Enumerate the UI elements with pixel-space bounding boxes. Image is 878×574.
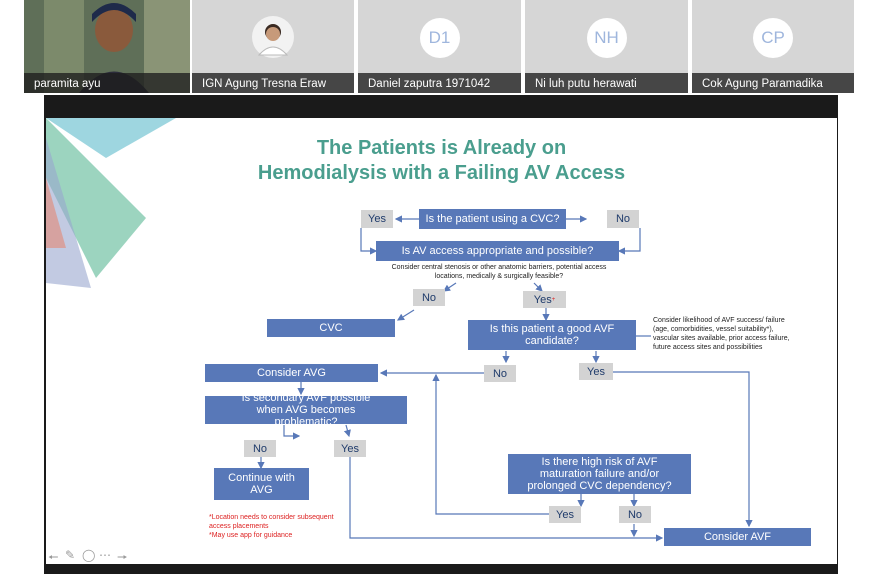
- participant-tile-4[interactable]: NH Ni luh putu herawati: [525, 0, 688, 93]
- note-avf-success: Consider likelihood of AVF success/ fail…: [653, 317, 790, 351]
- participant-name: Ni luh putu herawati: [535, 78, 637, 90]
- slide-title-line2: Hemodialysis with a Failing AV Access: [257, 162, 626, 184]
- back-arrow-icon[interactable]: 🠔: [48, 550, 59, 564]
- box-consider-avg: Consider AVG: [205, 364, 378, 382]
- box-good-avf-question: Is this patient a good AVF candidate?: [468, 320, 636, 350]
- box-secondary-avf-question: Is secondary AVF possible when AVG becom…: [205, 392, 407, 428]
- more-icon[interactable]: ⋯: [99, 548, 111, 562]
- label-yes: Yes: [579, 363, 613, 380]
- label-no: No: [484, 365, 516, 382]
- participant-tile-3[interactable]: D1 Daniel zaputra 1971042: [358, 0, 521, 93]
- forward-arrow-icon[interactable]: 🠖: [117, 550, 128, 564]
- note-location: *Location needs to consider subsequent a…: [209, 514, 334, 530]
- slide-title-line1: The Patients is Already on: [316, 137, 567, 159]
- label-yes: Yes: [549, 506, 581, 523]
- presentation-slide: The Patients is Already on Hemodialysis …: [46, 118, 837, 564]
- label-yes: Yes: [361, 210, 393, 228]
- pen-icon[interactable]: ✎: [65, 548, 76, 562]
- note-central-stenosis: Consider central stenosis or other anato…: [391, 264, 607, 280]
- label-no: No: [607, 210, 639, 228]
- box-cvc: CVC: [267, 319, 395, 337]
- participant-name: IGN Agung Tresna Eraw: [202, 78, 327, 90]
- box-high-risk-question: Is there high risk of AVF maturation fai…: [508, 454, 691, 494]
- avatar-initials: D1: [419, 18, 460, 58]
- label-yes-plus: Yes+: [523, 291, 566, 308]
- avatar-initials: CP: [753, 18, 793, 58]
- label-no: No: [244, 440, 276, 457]
- participant-name: paramita ayu: [34, 78, 101, 90]
- avatar-initials: NH: [586, 18, 627, 58]
- box-consider-avf: Consider AVF: [664, 528, 811, 546]
- label-no: No: [413, 289, 445, 306]
- avatar: [252, 16, 294, 58]
- box-cvc-question: Is the patient using a CVC?: [419, 209, 566, 229]
- box-continue-avg: Continue with AVG: [214, 468, 309, 500]
- label-superscript: +: [551, 296, 556, 303]
- flowchart-connectors: [257, 215, 753, 542]
- participant-tile-5[interactable]: CP Cok Agung Paramadika: [692, 0, 854, 93]
- chat-icon[interactable]: ◯: [82, 548, 96, 562]
- label-no: No: [619, 506, 651, 523]
- participant-tile-2[interactable]: IGN Agung Tresna Eraw: [192, 0, 354, 93]
- slide-decoration: [46, 118, 176, 288]
- label-yes-plus-text: Yes: [533, 293, 552, 306]
- participant-bar: paramita ayu IGN Agung Tresna Eraw D1 Da…: [0, 0, 878, 95]
- note-app: *May use app for guidance: [209, 532, 293, 539]
- participant-name: Cok Agung Paramadika: [702, 78, 823, 90]
- participant-name: Daniel zaputra 1971042: [368, 78, 491, 90]
- box-av-access-question: Is AV access appropriate and possible?: [376, 241, 619, 261]
- label-yes: Yes: [334, 440, 366, 457]
- participant-tile-1[interactable]: paramita ayu: [24, 0, 190, 93]
